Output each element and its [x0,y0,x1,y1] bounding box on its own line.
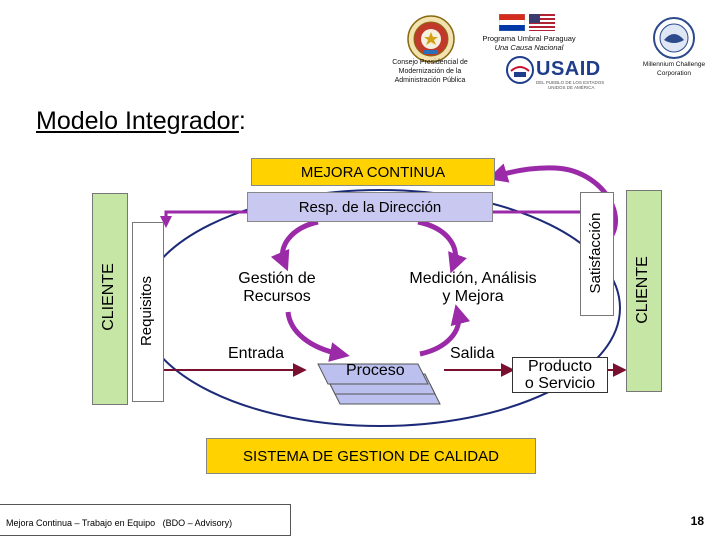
footer-text: Mejora Continua – Trabajo en Equipo (BDO… [6,518,233,528]
salida-label: Salida [450,345,495,362]
cycle-arrow-right-top [417,219,467,274]
page-number: 18 [690,514,704,528]
slide-title-colon: : [238,107,246,135]
usaid-seal-icon [506,56,534,84]
council-line-1: Consejo Presidencial de [392,59,468,66]
mcc-seal-icon [653,17,695,59]
council-line-2: Modernización de la [398,68,462,75]
entrada-label: Entrada [228,345,285,362]
usaid-sub-2: UNIDOS DE AMÉRICA [548,85,595,90]
cycle-arrow-right-bottom [419,304,471,357]
cliente-left-label: CLIENTE [100,263,117,331]
proceso-label: Proceso [346,362,405,379]
sistema-gestion-box: SISTEMA DE GESTION DE CALIDAD [206,438,536,474]
paraguay-seal-icon [407,15,455,63]
requisitos-box [132,222,164,402]
cycle-arrow-left-top [270,219,319,272]
mejora-continua-box: MEJORA CONTINUA [251,158,495,186]
gestion-line-2: Recursos [243,288,311,305]
slide-title: Modelo Integrador: [36,106,246,136]
footer-box [0,504,291,536]
cycle-arrow-left-bottom [285,311,350,362]
cliente-left-box [92,193,128,405]
mejora-continua-label: MEJORA CONTINUA [300,163,446,181]
council-line-3: Administración Pública [394,77,466,84]
usaid-sub-1: DEL PUEBLO DE LOS ESTADOS [536,80,605,85]
proceso-layer-1 [317,363,429,385]
cliente-right-box [626,190,662,392]
producto-servicio-box: Producto o Servicio [512,357,608,393]
usaid-logo-text: USAID [536,58,601,80]
mcc-line-2: Corporation [657,70,691,77]
slide-title-text: Modelo Integrador [36,107,239,135]
program-title: Programa Umbral Paraguay [482,34,576,43]
medicion-line-1: Medición, Análisis [409,270,537,287]
gestion-recursos-text: Gestión de Recursos [212,270,342,306]
gestion-line-1: Gestión de [238,270,316,287]
satisfaccion-label: Satisfacción [587,212,604,294]
medicion-analisis-text: Medición, Análisis y Mejora [388,270,558,306]
cliente-right-label: CLIENTE [634,256,651,324]
producto-line-2: o Servicio [524,375,596,392]
medicion-line-2: y Mejora [442,288,504,305]
requisitos-label: Requisitos [138,275,155,347]
satisfaccion-box [580,192,614,316]
paraguay-flag-icon [499,14,525,31]
sistema-gestion-label: SISTEMA DE GESTION DE CALIDAD [243,447,499,465]
mcc-line-1: Millennium Challenge [642,61,706,68]
program-subtitle: Una Causa Nacional [494,43,564,52]
resp-direccion-box: Resp. de la Dirección [247,192,493,222]
usa-flag-icon [529,14,555,31]
producto-line-1: Producto [527,358,593,375]
resp-direccion-label: Resp. de la Dirección [298,198,442,216]
